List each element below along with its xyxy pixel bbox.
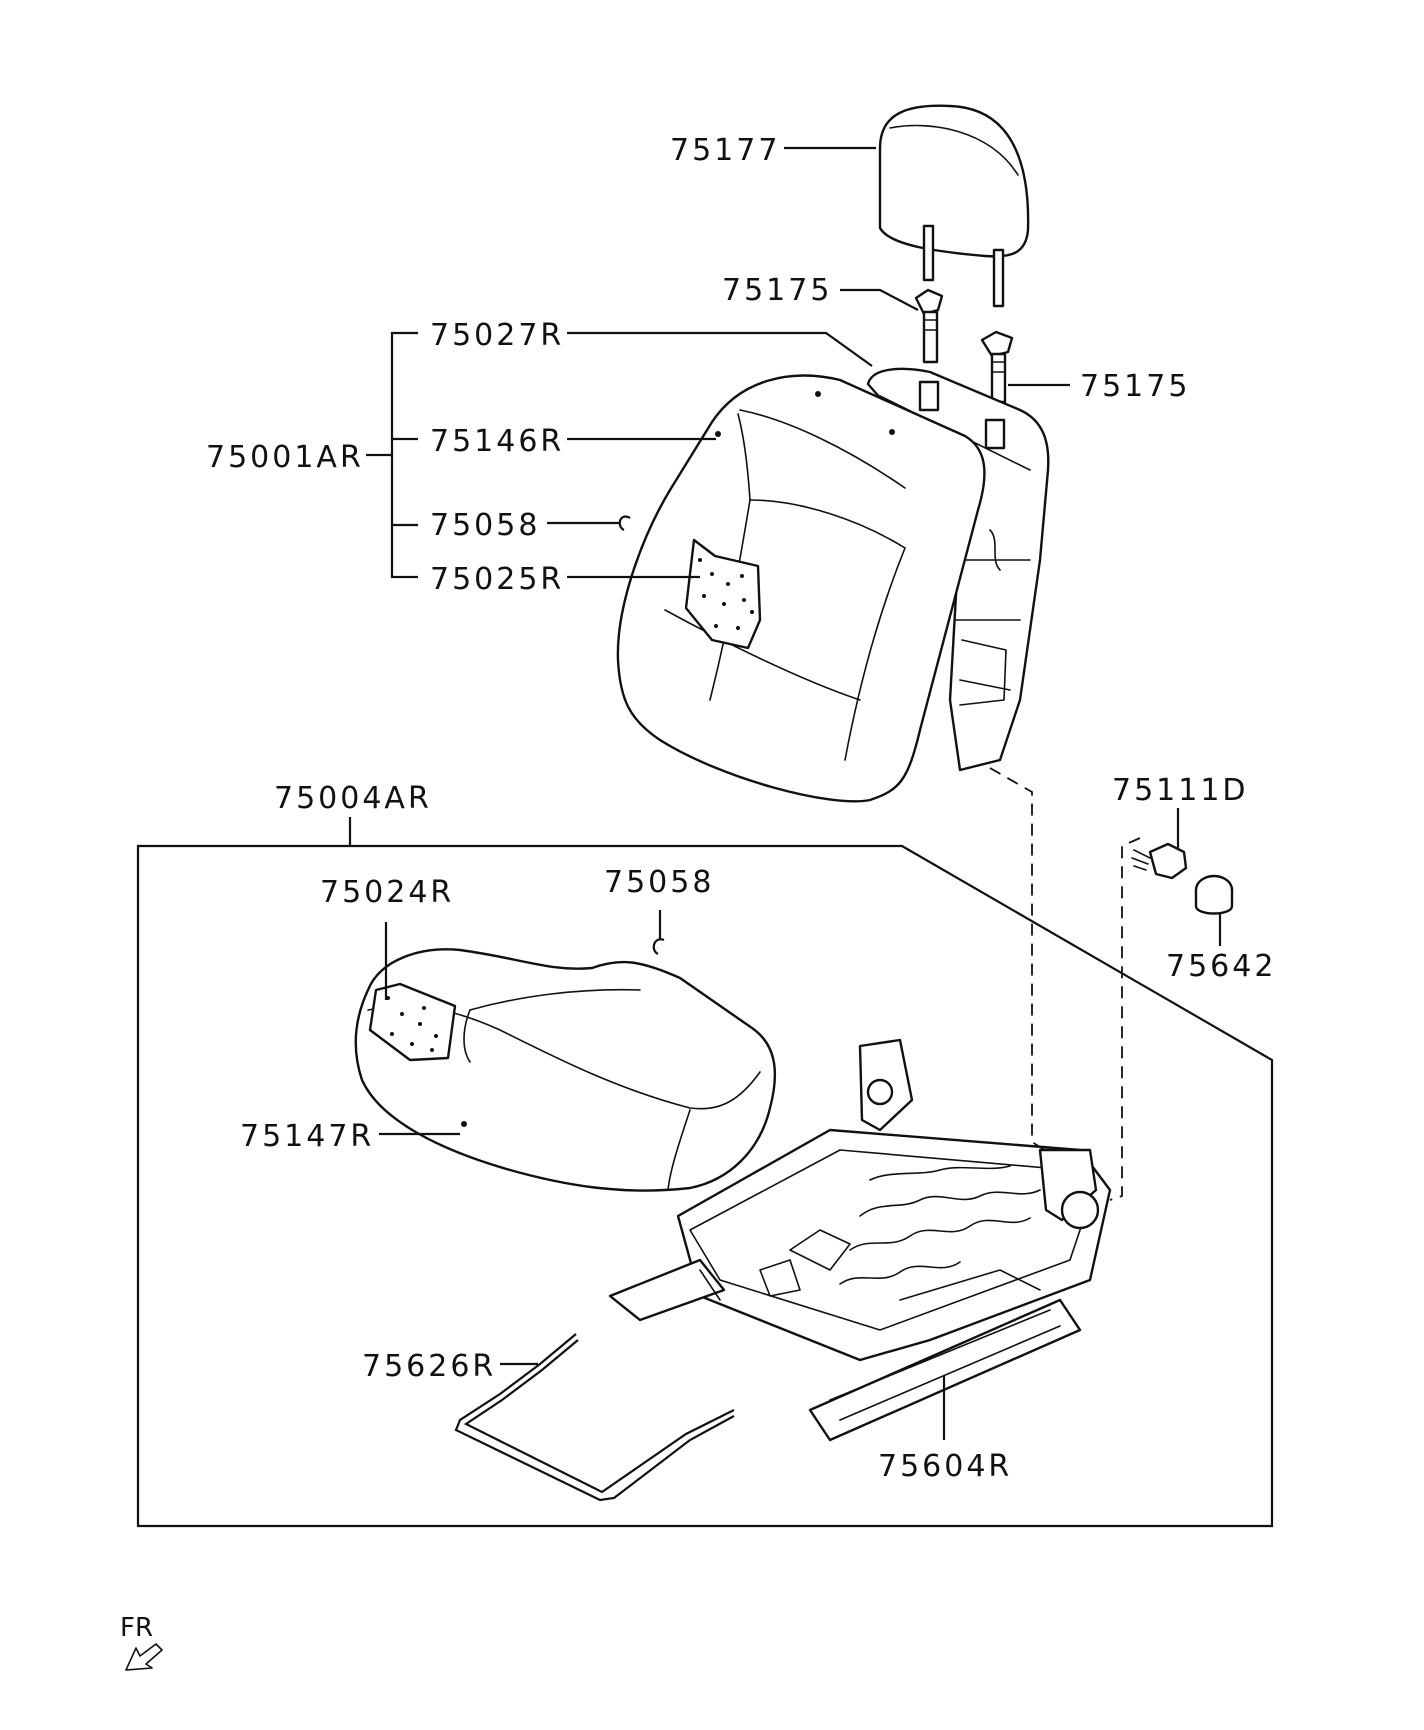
label-back-pad: 75146R — [430, 424, 564, 459]
part-labels: 75177 75175 75175 75001AR 75027R 75146R … — [206, 133, 1276, 1484]
front-direction-arrow-icon — [125, 1643, 163, 1671]
bolt — [1131, 842, 1188, 880]
leader-lines — [348, 146, 1222, 1440]
label-bolt: 75111D — [1112, 773, 1249, 808]
back-assy-bracket — [366, 331, 418, 579]
label-back-clip: 75058 — [430, 508, 540, 543]
front-direction-indicator: FR — [120, 1613, 163, 1671]
seat-frame-adjuster — [608, 1038, 1112, 1442]
seat-cushion — [354, 938, 777, 1192]
front-direction-label: FR — [120, 1613, 153, 1643]
label-wire: 75626R — [362, 1349, 496, 1384]
reference-line — [989, 767, 1049, 1153]
label-cushion-heater: 75024R — [320, 875, 454, 910]
label-back-assy: 75001AR — [206, 440, 364, 475]
cushion-assy-box — [136, 844, 1274, 1528]
label-cushion-clip: 75058 — [604, 865, 714, 900]
label-back-cover: 75027R — [430, 318, 564, 353]
headrest — [878, 104, 1030, 308]
label-cushion-cover: 75147R — [240, 1119, 374, 1154]
cap — [1194, 874, 1234, 915]
seat-wire — [454, 1333, 735, 1502]
label-headrest-guide-right: 75175 — [1080, 369, 1190, 404]
label-cap: 75642 — [1166, 949, 1276, 984]
label-back-heater: 75025R — [430, 562, 564, 597]
label-cushion-assy: 75004AR — [274, 781, 432, 816]
seat-back — [616, 367, 1050, 803]
label-headrest: 75177 — [670, 133, 780, 168]
label-headrest-guide: 75175 — [722, 273, 832, 308]
headrest-guide-left — [914, 288, 944, 364]
headrest-guide-right — [980, 330, 1014, 404]
reference-line — [1109, 837, 1141, 1201]
label-adjuster: 75604R — [878, 1449, 1012, 1484]
